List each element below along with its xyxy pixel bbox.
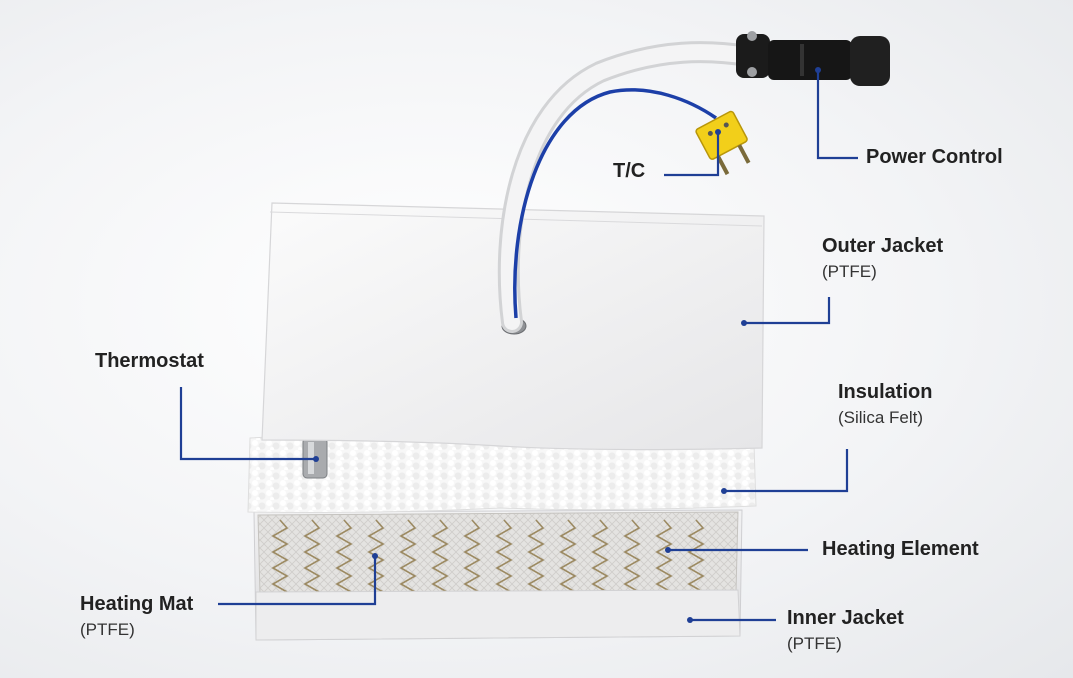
heating-coil-segment	[655, 519, 673, 593]
leader-dot-outer-jacket	[741, 320, 747, 326]
leader-lines	[179, 70, 858, 622]
label-inner-jacket-sub: (PTFE)	[787, 634, 842, 653]
power-connector	[736, 31, 890, 86]
label-heating-element-title: Heating Element	[822, 538, 979, 560]
label-heating-mat: Heating Mat (PTFE)	[80, 593, 193, 640]
label-tc: T/C	[613, 160, 645, 183]
leader-dot-heating-element	[665, 547, 671, 553]
leader-dots	[313, 67, 821, 623]
heating-coil-segment	[623, 519, 641, 593]
thermocouple-plug	[695, 110, 751, 176]
heating-coil-segment	[335, 519, 353, 593]
label-heating-element: Heating Element	[822, 538, 979, 561]
heating-coil-segment	[271, 519, 289, 593]
heating-element-coil	[271, 519, 705, 593]
leader-dot-power-control	[815, 67, 821, 73]
heating-coil-segment	[431, 519, 449, 593]
label-outer-jacket: Outer Jacket (PTFE)	[822, 235, 943, 282]
heating-coil-segment	[527, 519, 545, 593]
heating-coil-segment	[399, 519, 417, 593]
label-thermostat: Thermostat	[95, 350, 204, 373]
label-inner-jacket-title: Inner Jacket	[787, 607, 904, 629]
heating-coil-segment	[559, 519, 577, 593]
leader-line-heating-mat	[218, 556, 377, 606]
heating-coil-segment	[463, 519, 481, 593]
label-heating-mat-title: Heating Mat	[80, 593, 194, 615]
label-outer-jacket-title: Outer Jacket	[822, 235, 944, 257]
leader-line-thermostat	[179, 387, 316, 461]
label-power-control-title: Power Control	[866, 146, 1003, 168]
leader-line-outer-jacket	[744, 297, 831, 325]
label-insulation: Insulation (Silica Felt)	[838, 381, 932, 428]
leader-line-insulation	[724, 449, 849, 493]
label-thermostat-title: Thermostat	[95, 350, 204, 372]
leader-dot-insulation	[721, 488, 727, 494]
leader-line-tc	[664, 132, 720, 177]
leader-dot-heating-mat	[372, 553, 378, 559]
leader-dot-thermostat	[313, 456, 319, 462]
inner-jacket-hem	[255, 589, 741, 641]
label-inner-jacket: Inner Jacket (PTFE)	[787, 607, 904, 654]
thermocouple-wire	[513, 88, 717, 319]
heating-coil-segment	[687, 519, 705, 593]
leader-dot-tc	[715, 129, 721, 135]
label-heating-mat-sub: (PTFE)	[80, 620, 135, 639]
leader-dot-inner-jacket	[687, 617, 693, 623]
label-power-control: Power Control	[866, 146, 1003, 169]
heating-coil-segment	[495, 519, 513, 593]
power-cable-highlight	[500, 44, 756, 330]
label-tc-title: T/C	[613, 160, 646, 182]
label-insulation-title: Insulation	[838, 381, 933, 403]
label-outer-jacket-sub: (PTFE)	[822, 262, 877, 281]
leader-line-power-control	[816, 70, 858, 160]
heating-coil-segment	[303, 519, 321, 593]
heating-coil-segment	[591, 519, 609, 593]
label-insulation-sub: (Silica Felt)	[838, 408, 924, 427]
